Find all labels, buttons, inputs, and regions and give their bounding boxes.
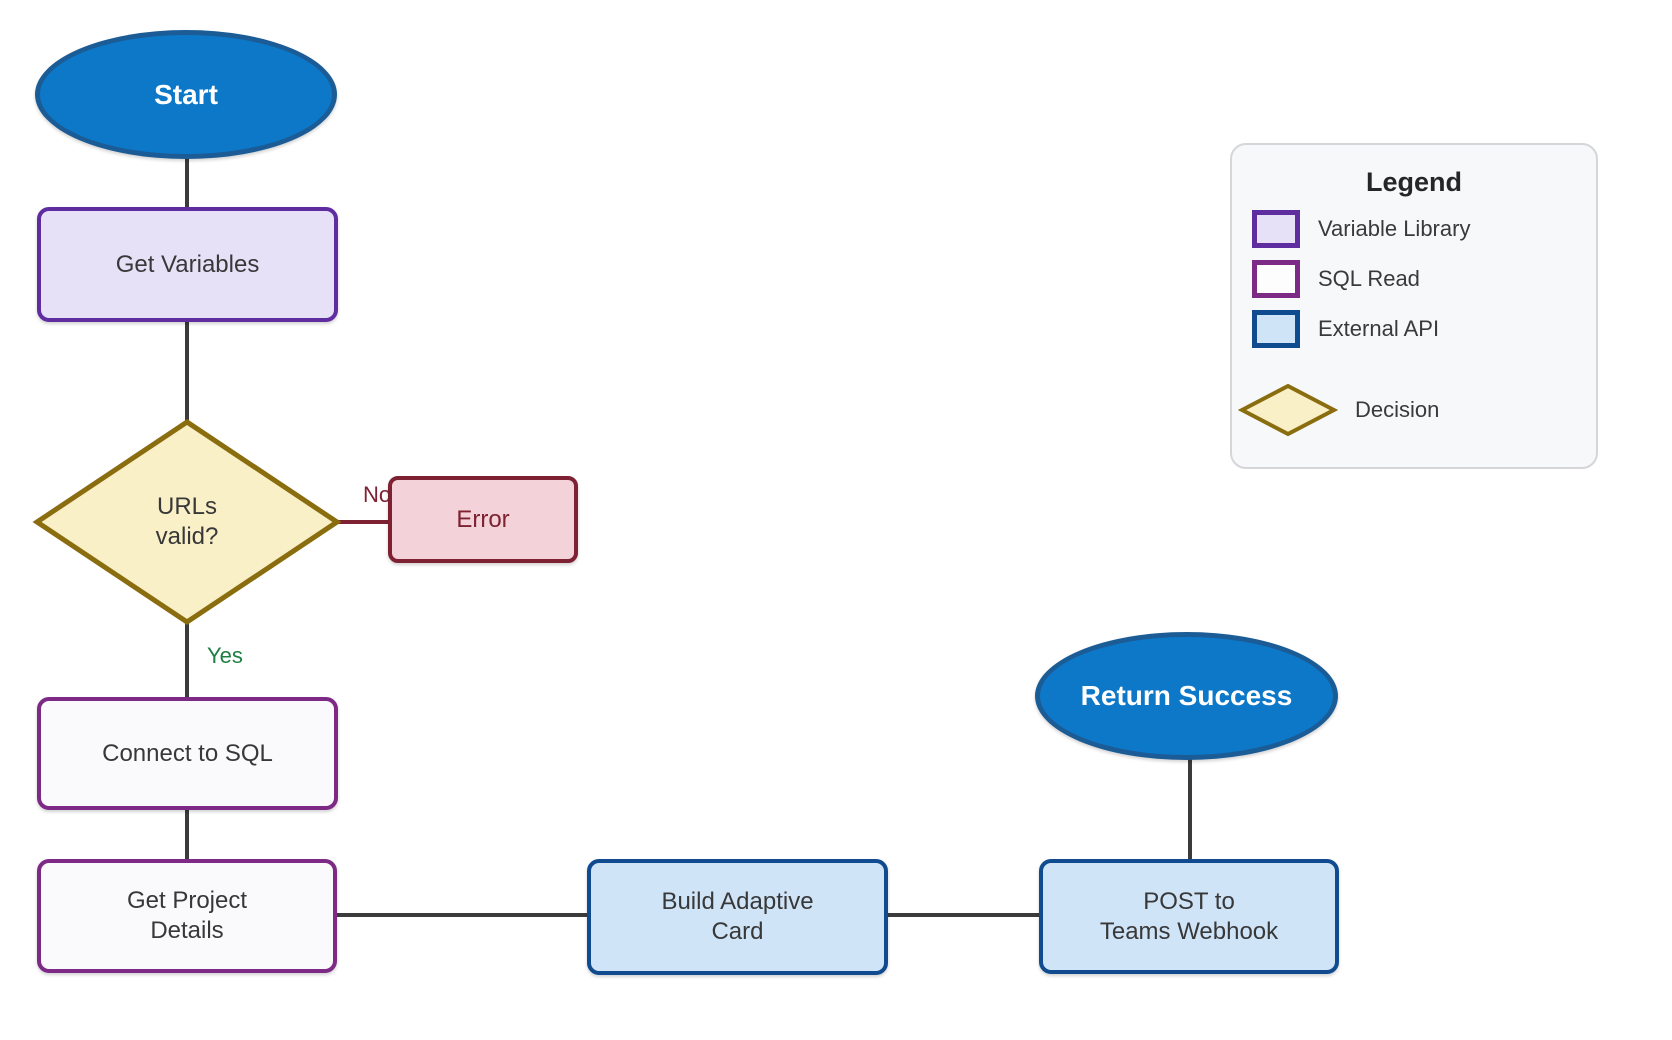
edge-label-yes: Yes [207,643,243,668]
node-post-to-teams-webhook-label: POST to Teams Webhook [1099,887,1279,945]
node-error: Error [388,476,578,563]
node-error-label: Error [456,505,510,533]
legend-item-decision-label: Decision [1355,397,1440,422]
node-start: Start [35,30,337,159]
decision-diamond-shape [32,418,342,626]
node-build-adaptive-card: Build Adaptive Card [587,859,888,975]
node-urls-valid-label: URLs valid? [155,493,219,550]
node-post-to-teams-webhook: POST to Teams Webhook [1039,859,1339,974]
legend-panel: Legend Variable Library SQL Read Externa… [1230,143,1598,469]
decision-diamond-polygon [32,418,342,626]
legend-item-sql-read-label: SQL Read [1318,266,1420,291]
legend-item-external-api: External API [1252,310,1596,348]
node-get-variables: Get Variables [37,207,338,322]
node-urls-valid-decision: URLs valid? [32,417,342,627]
node-get-project-details-label: Get Project Details [126,887,248,944]
decision-swatch [1238,383,1338,437]
legend-item-external-api-label: External API [1318,316,1440,341]
sql-read-swatch [1252,260,1300,298]
legend-item-decision: Decision [1238,382,1596,438]
node-start-label: Start [154,78,218,110]
legend-item-variable-library-label: Variable Library [1318,216,1471,241]
node-return-success-label: Return Success [1080,680,1293,711]
node-connect-to-sql: Connect to SQL [37,697,338,810]
decision-swatch-polygon [1238,383,1338,437]
node-get-variables-label: Get Variables [115,250,260,278]
node-build-adaptive-card-label: Build Adaptive Card [661,888,814,945]
node-return-success: Return Success [1035,632,1338,760]
legend-title: Legend [1365,167,1462,197]
node-get-project-details: Get Project Details [37,859,337,973]
external-api-swatch [1252,310,1300,348]
legend-item-sql-read: SQL Read [1252,260,1596,298]
variable-library-swatch [1252,210,1300,248]
edge-label-no: No [363,482,392,507]
node-connect-to-sql-label: Connect to SQL [102,739,273,767]
legend-item-variable-library: Variable Library [1252,210,1596,248]
